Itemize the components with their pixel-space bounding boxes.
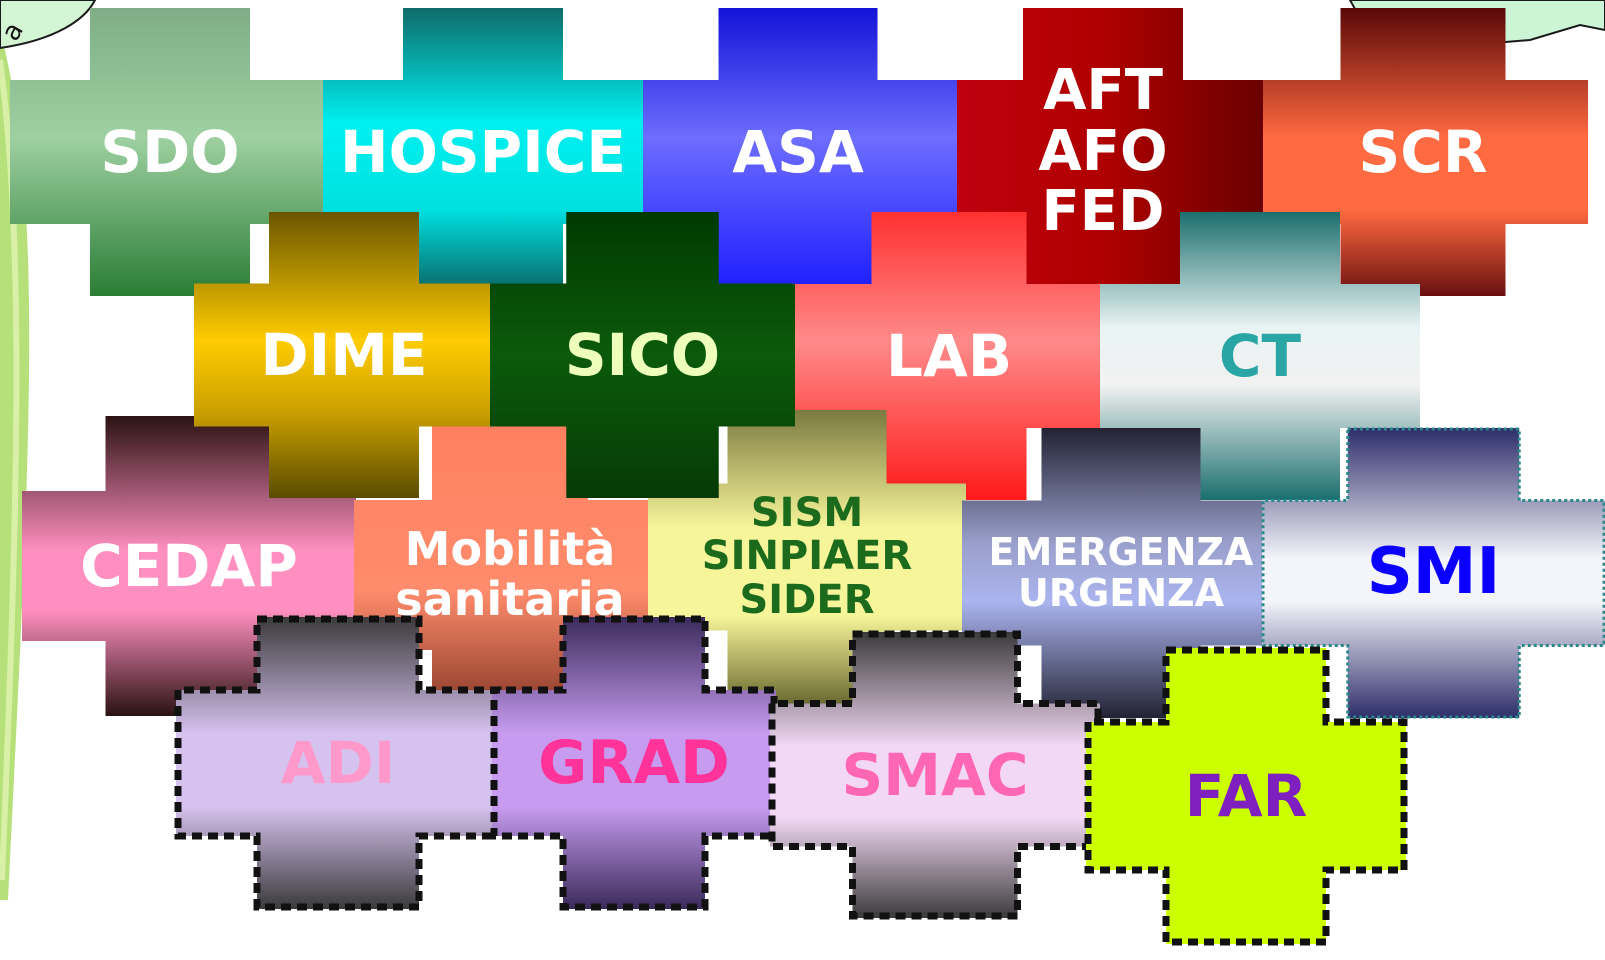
cross-scr-text-line: SCR — [1358, 117, 1488, 186]
cross-grad: GRAD — [490, 615, 778, 911]
cross-adi-border — [174, 615, 502, 911]
cross-aft-text-line: FED — [1041, 179, 1165, 245]
cross-far-border — [1084, 646, 1408, 946]
cross-ct-text-line: CT — [1218, 321, 1302, 390]
cross-dime-text-line: DIME — [260, 320, 428, 389]
cross-smi-label: SMI — [1262, 428, 1605, 718]
cross-ct-label: CT — [1100, 212, 1420, 500]
cross-sico-text-line: SICO — [564, 320, 721, 389]
green-leaf-decoration — [0, 30, 30, 900]
cross-dime: DIME — [194, 212, 494, 498]
cross-sico-label: SICO — [490, 212, 795, 498]
cross-aft-text-line: AFT — [1043, 58, 1163, 124]
cross-dime-label: DIME — [194, 212, 494, 498]
cross-lab-label: LAB — [794, 212, 1104, 500]
cross-asa-label: ASA — [639, 8, 957, 296]
speech-bubble-left: a — [0, 0, 97, 50]
cross-adi-label: ADI — [176, 617, 500, 909]
cross-smac-text-line: SMAC — [841, 740, 1029, 809]
cross-hospice-label: HOSPICE — [323, 8, 643, 296]
cross-grad-label: GRAD — [492, 617, 776, 909]
cross-cedap-label: CEDAP — [22, 416, 356, 716]
cross-far: FAR — [1084, 646, 1408, 946]
cross-adi-text-line: ADI — [280, 728, 396, 797]
cross-sico: SICO — [490, 212, 795, 498]
cross-smac-border — [768, 630, 1102, 920]
cross-mobilita-text-line: Mobilità — [404, 522, 616, 577]
cross-smac-label: SMAC — [770, 632, 1100, 918]
cross-asa-text-line: ASA — [732, 117, 864, 186]
cross-smi-text-line: SMI — [1366, 535, 1501, 610]
cross-sism-text-line: SIDER — [739, 576, 875, 623]
cross-emergenza-text-line: URGENZA — [1017, 571, 1225, 615]
cross-adi: ADI — [174, 615, 502, 911]
cross-mobilita-text-line: sanitaria — [395, 572, 625, 626]
cross-far-label: FAR — [1086, 648, 1406, 944]
cross-smac: SMAC — [768, 630, 1102, 920]
cross-grad-border — [490, 615, 778, 911]
cross-lab-text-line: LAB — [885, 321, 1013, 390]
cross-cedap-text-line: CEDAP — [80, 531, 298, 600]
cross-smi-border — [1261, 427, 1605, 719]
cross-hospice-text-line: HOSPICE — [340, 117, 626, 186]
cross-sdo-label: SDO — [10, 8, 330, 296]
cross-sism-text-line: SISM — [750, 490, 864, 537]
cross-sism-text-line: SINPIAER — [701, 533, 913, 580]
cross-sdo-text-line: SDO — [100, 117, 240, 186]
cross-emergenza-text-line: EMERGENZA — [988, 529, 1254, 574]
cross-hospice: HOSPICE — [323, 8, 643, 296]
cross-aft-text-line: AFO — [1038, 118, 1168, 184]
cross-far-text-line: FAR — [1184, 761, 1308, 830]
cross-scr-label: SCR — [1258, 8, 1588, 296]
cross-grad-text-line: GRAD — [538, 727, 730, 798]
